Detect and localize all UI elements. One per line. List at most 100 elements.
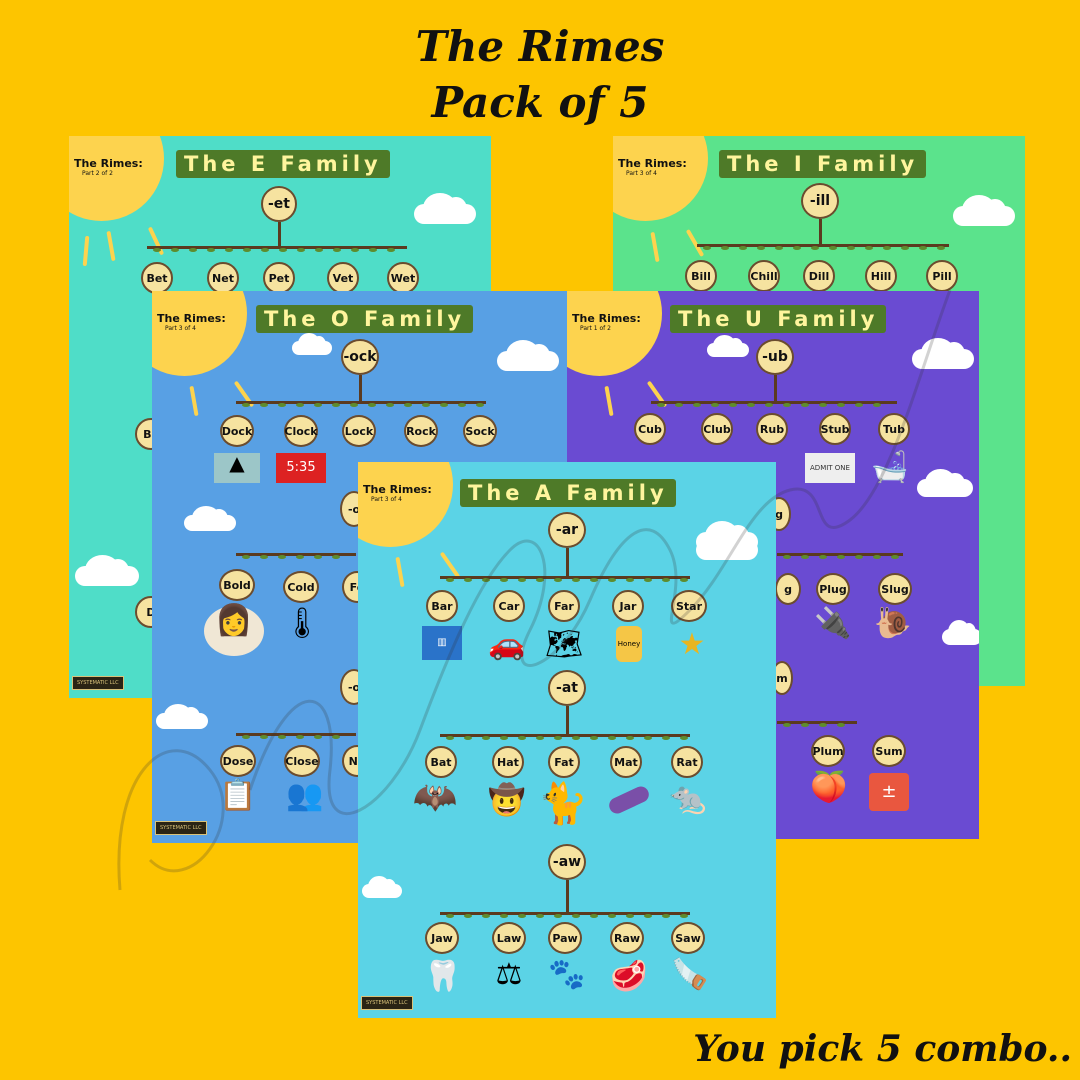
leaf-decoration	[729, 403, 737, 407]
leaf-decoration	[536, 914, 544, 918]
leaf-decoration	[847, 246, 855, 250]
sun-icon	[358, 462, 453, 547]
leaf-decoration	[242, 735, 250, 739]
sun-icon	[613, 136, 708, 221]
leaf-decoration	[572, 914, 580, 918]
word-node: Saw	[671, 922, 705, 954]
calculator-icon: ±	[869, 773, 909, 811]
word-node: Stub	[819, 413, 851, 445]
word-node: Tub	[878, 413, 910, 445]
word-node: Star	[671, 590, 707, 622]
rime-node-et: -et	[261, 186, 297, 222]
leaf-decoration	[171, 248, 179, 252]
poster-a-family: The Rimes:Part 3 of 4 The A Family -ar B…	[358, 462, 776, 1018]
leaf-decoration	[296, 735, 304, 739]
cloud-icon	[942, 620, 979, 645]
leaf-decoration	[590, 578, 598, 582]
leaf-decoration	[873, 403, 881, 407]
poster-title: The A Family	[460, 479, 676, 507]
leaf-decoration	[608, 736, 616, 740]
footer-text: You pick 5 combo..	[693, 1028, 1072, 1070]
leaf-decoration	[873, 555, 881, 559]
sun-icon	[69, 136, 164, 221]
word-node: Bar	[426, 590, 458, 622]
leaf-decoration	[314, 555, 322, 559]
word-node: Pill	[926, 260, 958, 292]
leaf-decoration	[793, 246, 801, 250]
leaf-decoration	[518, 914, 526, 918]
word-node: Rock	[404, 415, 438, 447]
leaf-decoration	[332, 403, 340, 407]
leaf-decoration	[572, 736, 580, 740]
leaf-decoration	[332, 735, 340, 739]
alarm-clock-icon: 5:35	[276, 453, 326, 483]
leaf-decoration	[225, 248, 233, 252]
leaf-decoration	[476, 403, 484, 407]
leaf-decoration	[369, 248, 377, 252]
leaf-decoration	[440, 403, 448, 407]
leaf-decoration	[261, 248, 269, 252]
leaf-decoration	[464, 578, 472, 582]
leaf-decoration	[608, 578, 616, 582]
poster-title: The E Family	[176, 150, 390, 178]
leaf-decoration	[693, 403, 701, 407]
rimes-label: The Rimes:Part 3 of 4	[157, 312, 226, 332]
leaf-decoration	[680, 914, 688, 918]
word-node: Car	[493, 590, 525, 622]
leaf-decoration	[554, 578, 562, 582]
leaf-decoration	[297, 248, 305, 252]
word-node: Sum	[872, 735, 906, 767]
leaf-decoration	[404, 403, 412, 407]
sun-icon	[152, 291, 247, 376]
plug-icon: 🔌	[814, 606, 852, 641]
word-node: Dose	[220, 745, 256, 777]
leaf-decoration	[500, 736, 508, 740]
leaf-decoration	[801, 723, 809, 727]
leaf-decoration	[626, 736, 634, 740]
leaf-decoration	[801, 403, 809, 407]
leaf-decoration	[518, 578, 526, 582]
leaf-decoration	[242, 403, 250, 407]
leaf-decoration	[811, 246, 819, 250]
leaf-decoration	[458, 403, 466, 407]
rime-node-at: -at	[548, 670, 586, 706]
leaf-decoration	[350, 403, 358, 407]
cloud-icon	[707, 335, 749, 357]
cloud-icon	[292, 333, 332, 355]
rime-node-ock: -ock	[341, 339, 379, 375]
word-node: Bold	[219, 569, 255, 601]
leaf-decoration	[837, 403, 845, 407]
sun-icon	[567, 291, 662, 376]
rimes-label: The Rimes:Part 3 of 4	[618, 157, 687, 177]
honey-jar-icon: Honey	[616, 626, 642, 662]
leaf-decoration	[680, 578, 688, 582]
leaf-decoration	[536, 736, 544, 740]
leaf-decoration	[675, 403, 683, 407]
leaf-decoration	[296, 555, 304, 559]
poster-title: The U Family	[670, 305, 887, 333]
cloud-icon	[696, 529, 758, 560]
leaf-decoration	[937, 246, 945, 250]
poster-title: The O Family	[256, 305, 474, 333]
word-node: Dock	[220, 415, 254, 447]
leaf-decoration	[278, 403, 286, 407]
leaf-decoration	[422, 403, 430, 407]
bathtub-icon: 🛁	[871, 450, 909, 485]
rimes-label: The Rimes:Part 2 of 2	[74, 157, 143, 177]
leaf-decoration	[351, 248, 359, 252]
thermometer-icon: 🌡	[282, 606, 322, 641]
plum-icon: 🍑	[810, 770, 848, 805]
leaf-decoration	[711, 403, 719, 407]
word-node: Wet	[387, 262, 419, 294]
word-node: Dill	[803, 260, 835, 292]
steak-icon: 🥩	[610, 959, 648, 994]
leaf-decoration	[819, 555, 827, 559]
leaf-decoration	[368, 403, 376, 407]
word-node: Mat	[610, 746, 642, 778]
leaf-decoration	[765, 403, 773, 407]
word-node: Net	[207, 262, 239, 294]
leaf-decoration	[662, 736, 670, 740]
cloud-icon	[362, 876, 402, 898]
word-node: Close	[284, 745, 320, 777]
snail-icon: 🐌	[874, 606, 912, 641]
